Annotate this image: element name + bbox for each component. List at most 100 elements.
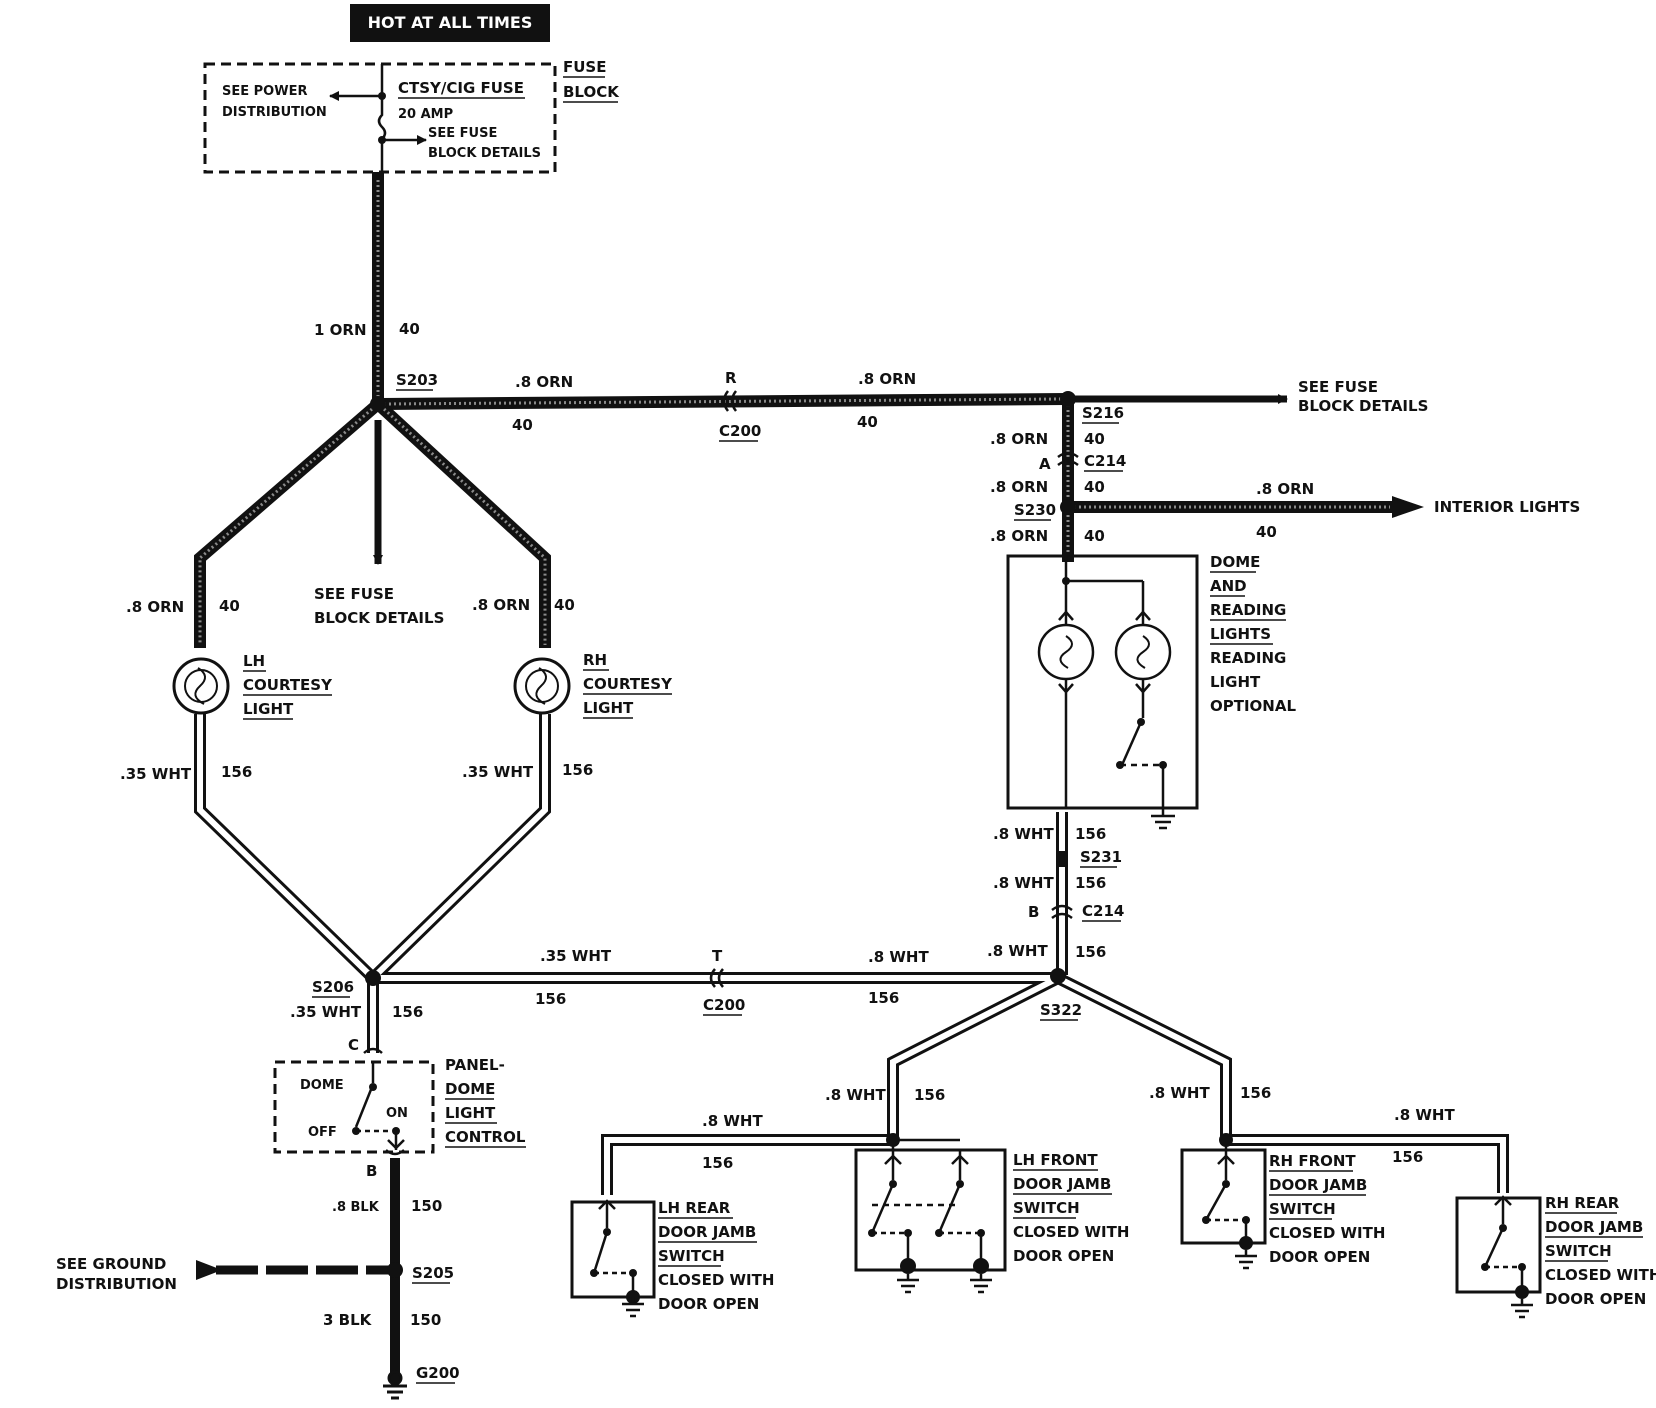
ref-fuse-details-top: SEE FUSE bbox=[1298, 378, 1378, 396]
splice-dots bbox=[365, 391, 1076, 1278]
wire-main-color: 1 ORN bbox=[314, 321, 367, 339]
lh-rear-switch-box bbox=[570, 1200, 656, 1299]
wire-lh-orn-circuit: 40 bbox=[219, 597, 240, 615]
ground-dist-arrowhead bbox=[196, 1260, 222, 1280]
wire-s203-c200-circuit: 40 bbox=[512, 416, 533, 434]
lh-rear-switch-label: LH REAR bbox=[658, 1199, 731, 1217]
wire-c200-s216-circuit: 40 bbox=[857, 413, 878, 431]
wire-s230-dome-circuit: 40 bbox=[1084, 527, 1105, 545]
ref-fuse-details-mid-2: BLOCK DETAILS bbox=[314, 609, 444, 627]
splice-s216: S216 bbox=[1082, 404, 1124, 422]
wire-s205-g200-circuit: 150 bbox=[410, 1311, 441, 1329]
lh-front-switch-label: LH FRONT bbox=[1013, 1151, 1098, 1169]
panel-title: PANEL- bbox=[445, 1056, 505, 1074]
dome-ground-icon bbox=[1151, 808, 1175, 830]
lh-rear-switch-label-5: DOOR OPEN bbox=[658, 1295, 759, 1313]
c214-bottom-label: C214 bbox=[1082, 902, 1124, 920]
lh-courtesy-light-label-2: COURTESY bbox=[243, 676, 333, 694]
ref-ground-dist-2: DISTRIBUTION bbox=[56, 1275, 177, 1293]
splice-s230: S230 bbox=[1014, 501, 1056, 519]
fuse-element bbox=[377, 96, 387, 140]
lh-courtesy-light-label-3: LIGHT bbox=[243, 700, 294, 718]
dome-note: READING bbox=[1210, 649, 1286, 667]
wire-interior-color: .8 ORN bbox=[1256, 480, 1314, 498]
rh-front-switch-label: RH FRONT bbox=[1269, 1152, 1356, 1170]
rh-front-switch-label-5: DOOR OPEN bbox=[1269, 1248, 1370, 1266]
wire-rh-wht-circuit: 156 bbox=[562, 761, 593, 779]
wire-lh-wht-color: .35 WHT bbox=[120, 765, 192, 783]
panel-title-3: LIGHT bbox=[445, 1104, 496, 1122]
panel-title-2: DOME bbox=[445, 1080, 495, 1098]
wire-s206-panel-circuit: 156 bbox=[392, 1003, 423, 1021]
rh-front-switch-label-4: CLOSED WITH bbox=[1269, 1224, 1385, 1242]
wire-c200-s216-color: .8 ORN bbox=[858, 370, 916, 388]
panel-control-contacts bbox=[352, 1083, 400, 1135]
panel-off-label: OFF bbox=[308, 1125, 337, 1140]
dome-light-label-3: READING bbox=[1210, 601, 1286, 619]
wire-rhr-circuit: 156 bbox=[1392, 1148, 1423, 1166]
splice-s322: S322 bbox=[1040, 1001, 1082, 1019]
splice-s203: S203 bbox=[396, 371, 438, 389]
lh-front-switch-internals bbox=[870, 1138, 983, 1262]
c200-top-label: C200 bbox=[719, 422, 761, 440]
banner-box bbox=[350, 4, 550, 42]
rh-rear-switch-internals bbox=[1483, 1195, 1524, 1292]
wire-c200-s322-color: .8 WHT bbox=[868, 948, 929, 966]
rh-courtesy-light-label: RH bbox=[583, 651, 607, 669]
lh-front-switch-contacts bbox=[868, 1180, 989, 1274]
wire-lhf-circuit: 156 bbox=[914, 1086, 945, 1104]
dome-light-label-2: AND bbox=[1210, 577, 1247, 595]
c214-top-pin: A bbox=[1039, 455, 1051, 473]
lh-courtesy-light-label: LH bbox=[243, 652, 265, 670]
wire-s206-panel-color: .35 WHT bbox=[290, 1003, 362, 1021]
wire-panel-s205-circuit: 150 bbox=[411, 1197, 442, 1215]
interior-lights-arrowhead bbox=[1392, 496, 1424, 518]
g200-ground-icon bbox=[383, 1370, 407, 1400]
rh-rear-switch-box bbox=[1455, 1196, 1542, 1294]
wire-s216-c214-color: .8 ORN bbox=[990, 430, 1048, 448]
banner-label: HOT AT ALL TIMES bbox=[368, 13, 533, 32]
wire-lhr-color: .8 WHT bbox=[702, 1112, 763, 1130]
lh-front-switch-label-2: DOOR JAMB bbox=[1013, 1175, 1111, 1193]
wire-rh-orn-color: .8 ORN bbox=[472, 596, 530, 614]
lh-rear-switch-label-3: SWITCH bbox=[658, 1247, 725, 1265]
fuse-rating: 20 AMP bbox=[398, 107, 453, 122]
dome-note-3: OPTIONAL bbox=[1210, 697, 1296, 715]
rh-front-ground-icon bbox=[1235, 1250, 1257, 1270]
rh-front-switch-label-2: DOOR JAMB bbox=[1269, 1176, 1367, 1194]
wire-lh-orn-color: .8 ORN bbox=[126, 598, 184, 616]
rh-front-switch-contacts bbox=[1202, 1133, 1253, 1250]
rh-front-switch-internals bbox=[1204, 1140, 1248, 1243]
rh-rear-switch-label-5: DOOR OPEN bbox=[1545, 1290, 1646, 1308]
wire-dome-s231-color: .8 WHT bbox=[993, 825, 1054, 843]
splice-s206: S206 bbox=[312, 978, 354, 996]
wire-s203-c200-color: .8 ORN bbox=[515, 373, 573, 391]
wire-c214-s322-circuit: 156 bbox=[1075, 943, 1106, 961]
panel-control-box bbox=[273, 1060, 435, 1154]
wire-panel-s205-color: .8 BLK bbox=[332, 1200, 380, 1215]
lh-front-switch-box bbox=[854, 1148, 1007, 1272]
wire-rhf-circuit: 156 bbox=[1240, 1084, 1271, 1102]
wire-lhf-color: .8 WHT bbox=[825, 1086, 886, 1104]
panel-on-label: ON bbox=[386, 1106, 408, 1121]
lh-rear-switch-label-2: DOOR JAMB bbox=[658, 1223, 756, 1241]
wire-s230-dome-color: .8 ORN bbox=[990, 527, 1048, 545]
wire-rhr-color: .8 WHT bbox=[1394, 1106, 1455, 1124]
wire-s206-c200-circuit: 156 bbox=[535, 990, 566, 1008]
lh-front-switch-label-4: CLOSED WITH bbox=[1013, 1223, 1129, 1241]
panel-in-pin: C bbox=[348, 1036, 359, 1054]
wire-s231-c214-circuit: 156 bbox=[1075, 874, 1106, 892]
lh-courtesy-light bbox=[172, 657, 230, 715]
orn-wires-core bbox=[198, 180, 1390, 645]
fuse-name: CTSY/CIG FUSE bbox=[398, 79, 524, 97]
wire-s205-g200-color: 3 BLK bbox=[323, 1311, 373, 1329]
rh-rear-ground-icon bbox=[1511, 1299, 1533, 1319]
fuse-details-ref: SEE FUSE bbox=[428, 126, 497, 141]
rh-courtesy-light-label-2: COURTESY bbox=[583, 675, 673, 693]
lh-rear-switch-label-4: CLOSED WITH bbox=[658, 1271, 774, 1289]
c200-bottom-label: C200 bbox=[703, 996, 745, 1014]
splice-s231: S231 bbox=[1080, 848, 1122, 866]
fuse-details-ref-2: BLOCK DETAILS bbox=[428, 146, 541, 161]
